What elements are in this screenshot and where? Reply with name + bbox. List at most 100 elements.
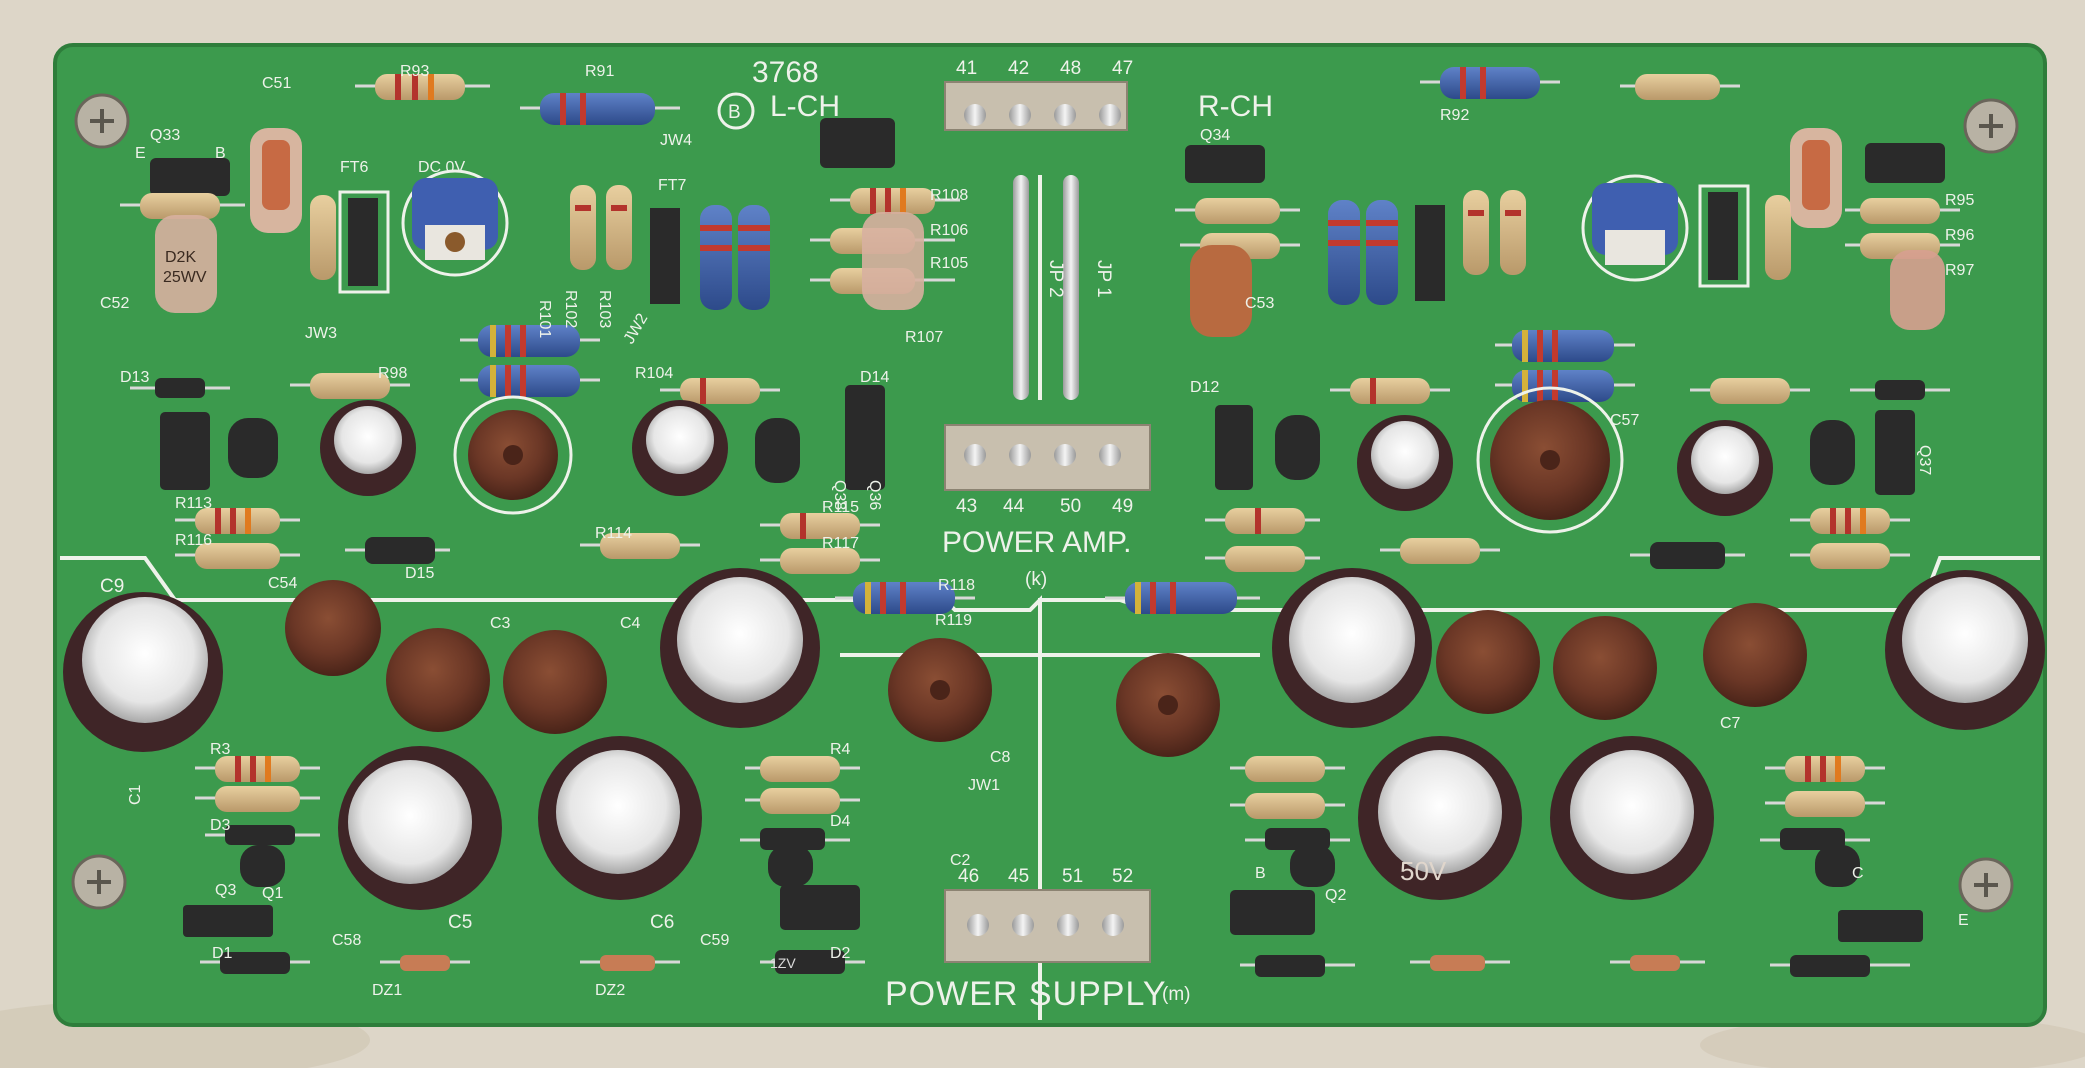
resistors-blue (460, 67, 1635, 614)
ft-parts (338, 184, 1750, 304)
ref-label: D4 (830, 813, 851, 830)
ref-label: C6 (650, 912, 674, 933)
ref-label: R98 (378, 365, 407, 382)
ref-label: D14 (860, 369, 889, 386)
ref-label: D15 (405, 565, 434, 582)
ref-label: D2 (830, 945, 851, 962)
pin-label: 44 (1003, 496, 1025, 517)
ref-label: C9 (100, 576, 124, 597)
jumper-label: JP 1 (1093, 260, 1114, 298)
ref-label: R97 (1945, 262, 1974, 279)
ref-label: Q38 (831, 480, 848, 510)
diodes (130, 378, 1950, 977)
jumper-wires (1013, 175, 1079, 400)
trimmer-right (1581, 174, 1689, 282)
ref-label: R113 (175, 495, 212, 512)
pin-label: 42 (1008, 58, 1029, 79)
marking: 50V (1400, 856, 1447, 886)
ref-label: R3 (210, 741, 231, 758)
marking: D2K (165, 249, 196, 266)
right-channel-label: R-CH (1198, 90, 1273, 123)
ref-label: Q3 (215, 882, 236, 899)
ref-label: Q36 (866, 480, 883, 510)
ref-label: DZ2 (595, 982, 625, 999)
power-amp-label: POWER AMP. (942, 526, 1132, 559)
silkscreen-text: 3768 B L-CH R-CH POWER AMP. (k) POWER SU… (100, 56, 1974, 1013)
power-supply-code: (m) (1162, 984, 1190, 1005)
ref-label: C57 (1610, 412, 1639, 429)
connector-middle (944, 424, 1151, 491)
ref-label: D1 (212, 945, 233, 962)
pin-label: 48 (1060, 58, 1081, 79)
ref-label: Q37 (1916, 445, 1933, 475)
ref-label: C53 (1245, 295, 1274, 312)
board-revision: B (728, 102, 741, 123)
ref-label: C8 (990, 749, 1011, 766)
ref-label: R96 (1945, 227, 1974, 244)
electrolytic-capacitors (63, 400, 2045, 910)
pin-label: 46 (958, 866, 979, 887)
ref-label: R108 (930, 187, 968, 204)
ref-label: R118 (938, 577, 975, 594)
ref-label: R95 (1945, 192, 1974, 209)
ref-label: C52 (100, 295, 129, 312)
ref-label: D12 (1190, 379, 1219, 396)
pin-label: 43 (956, 496, 977, 517)
board-number: 3768 (752, 56, 819, 89)
power-supply-label: POWER SUPPLY (885, 975, 1167, 1013)
ref-label: C59 (700, 932, 729, 949)
ref-label: Q2 (1325, 887, 1346, 904)
left-channel-label: L-CH (770, 90, 840, 123)
trimmer-left (401, 169, 509, 277)
ref-label: R115 (822, 499, 859, 516)
ref-label: C51 (262, 75, 291, 92)
ref-label: R93 (400, 63, 429, 80)
ref-label: R102 (562, 290, 579, 328)
connector-bottom (944, 889, 1151, 963)
ref-label: R104 (635, 365, 673, 382)
marking: 25WV (163, 269, 207, 286)
ref-label: R4 (830, 741, 851, 758)
pin-label: 51 (1062, 866, 1083, 887)
screw-icon-top-right (1963, 98, 2019, 154)
jumper-label: JP 2 (1045, 260, 1066, 298)
ref-label: B (1255, 865, 1266, 882)
ref-label: C58 (332, 932, 361, 949)
screw-icon-bottom-right (1958, 857, 2014, 913)
transistors (150, 118, 1945, 942)
component-markings: D2K 25WV 50V 1ZV (163, 249, 1447, 971)
connector-top (944, 81, 1128, 131)
screw-icon-bottom-left (71, 854, 127, 910)
ref-label: D13 (120, 369, 149, 386)
pin-label: 41 (956, 58, 977, 79)
ref-label: C2 (950, 852, 971, 869)
ref-label: C3 (490, 615, 511, 632)
film-capacitors (155, 128, 1945, 337)
ref-label: R116 (175, 532, 212, 549)
ref-label: FT6 (340, 159, 369, 176)
ref-label: E (1958, 912, 1969, 929)
ref-label: R107 (905, 329, 943, 346)
ref-label: R114 (595, 525, 632, 542)
ref-label: R106 (930, 222, 968, 239)
pin-label: 49 (1112, 496, 1133, 517)
round-capacitors-brown (285, 386, 1807, 757)
resistors-beige (120, 74, 1960, 819)
ref-label: JW4 (660, 132, 692, 149)
ref-label: C7 (1720, 715, 1741, 732)
screw-icon-top-left (74, 93, 130, 149)
ref-label: C54 (268, 575, 297, 592)
pin-label: 45 (1008, 866, 1029, 887)
ref-label: R119 (935, 612, 972, 629)
ref-label: Q33 (150, 127, 180, 144)
pin-label: 47 (1112, 58, 1133, 79)
ref-label: R105 (930, 255, 968, 272)
ref-label: R92 (1440, 107, 1469, 124)
power-amp-code: (k) (1025, 569, 1047, 590)
ref-label: R91 (585, 63, 614, 80)
ref-label: R103 (596, 290, 613, 328)
pin-label: 52 (1112, 866, 1133, 887)
ref-label: C (1852, 865, 1864, 882)
ref-label: DC 0V (418, 159, 465, 176)
ref-label: D3 (210, 817, 231, 834)
